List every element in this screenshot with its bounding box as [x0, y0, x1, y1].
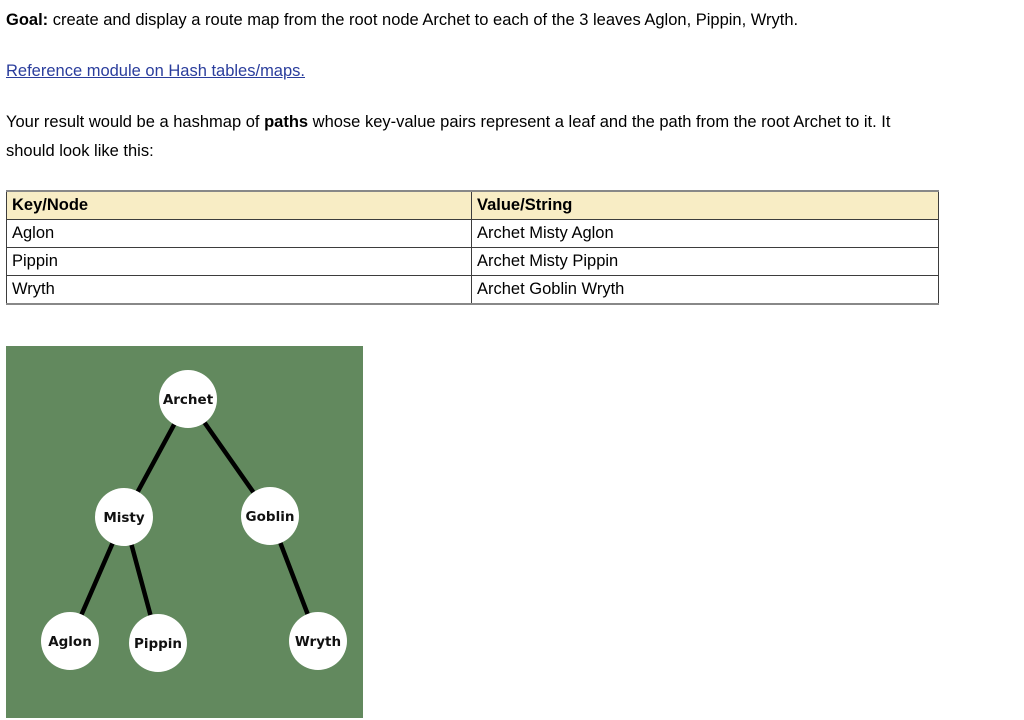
paths-table-wrapper: Key/Node Value/String Aglon Archet Misty…	[6, 166, 1024, 305]
column-header-value-string: Value/String	[471, 190, 939, 220]
tree-edge-archet-misty	[134, 420, 178, 496]
tree-node-label-archet: Archet	[163, 392, 214, 408]
cell-value: Archet Misty Aglon	[471, 219, 939, 248]
cell-key: Pippin	[6, 247, 472, 276]
tree-edge-goblin-wryth	[277, 538, 311, 619]
tree-node-wryth[interactable]: Wryth	[289, 612, 347, 670]
tree-node-label-pippin: Pippin	[134, 636, 182, 652]
tree-node-goblin[interactable]: Goblin	[241, 487, 299, 545]
cell-key: Aglon	[6, 219, 472, 248]
tree-edge-misty-aglon	[78, 539, 116, 619]
tree-node-circle-goblin	[241, 487, 299, 545]
paths-table-head: Key/Node Value/String	[6, 190, 939, 220]
goal-text: create and display a route map from the …	[48, 11, 799, 29]
reference-module-link[interactable]: Reference module on Hash tables/maps.	[6, 62, 305, 80]
paths-table-body: Aglon Archet Misty Aglon Pippin Archet M…	[6, 219, 939, 305]
cell-value: Archet Goblin Wryth	[471, 275, 939, 305]
cell-value: Archet Misty Pippin	[471, 247, 939, 276]
tree-node-aglon[interactable]: Aglon	[41, 612, 99, 670]
tree-node-circle-pippin	[129, 614, 187, 672]
goal-paragraph: Goal: create and display a route map fro…	[6, 0, 936, 35]
tree-node-label-aglon: Aglon	[48, 634, 92, 650]
table-row: Pippin Archet Misty Pippin	[6, 247, 939, 276]
column-header-key-node: Key/Node	[6, 190, 472, 220]
tree-node-pippin[interactable]: Pippin	[129, 614, 187, 672]
tree-node-circle-misty	[95, 488, 153, 546]
tree-node-label-goblin: Goblin	[246, 509, 295, 525]
tree-node-label-misty: Misty	[103, 510, 145, 526]
tree-node-circle-aglon	[41, 612, 99, 670]
table-row: Wryth Archet Goblin Wryth	[6, 275, 939, 305]
tree-node-label-wryth: Wryth	[295, 634, 341, 650]
tree-node-misty[interactable]: Misty	[95, 488, 153, 546]
goal-label: Goal:	[6, 11, 49, 29]
result-bold-paths: paths	[264, 113, 309, 131]
result-text-part-2: whose key-value pairs represent a leaf a…	[6, 113, 891, 160]
cell-key: Wryth	[6, 275, 472, 305]
tree-edge-archet-goblin	[201, 418, 257, 497]
tree-edge-layer	[78, 418, 311, 620]
paths-table: Key/Node Value/String Aglon Archet Misty…	[6, 190, 939, 305]
tree-node-archet[interactable]: Archet	[159, 370, 217, 428]
result-paragraph: Your result would be a hashmap of paths …	[6, 86, 936, 166]
table-header-row: Key/Node Value/String	[6, 190, 939, 220]
reference-link-row: Reference module on Hash tables/maps.	[6, 35, 1024, 86]
tree-node-circle-wryth	[289, 612, 347, 670]
table-row: Aglon Archet Misty Aglon	[6, 219, 939, 248]
tree-edge-misty-pippin	[128, 540, 154, 620]
result-text-part-1: Your result would be a hashmap of	[6, 113, 265, 131]
tree-node-circle-archet	[159, 370, 217, 428]
